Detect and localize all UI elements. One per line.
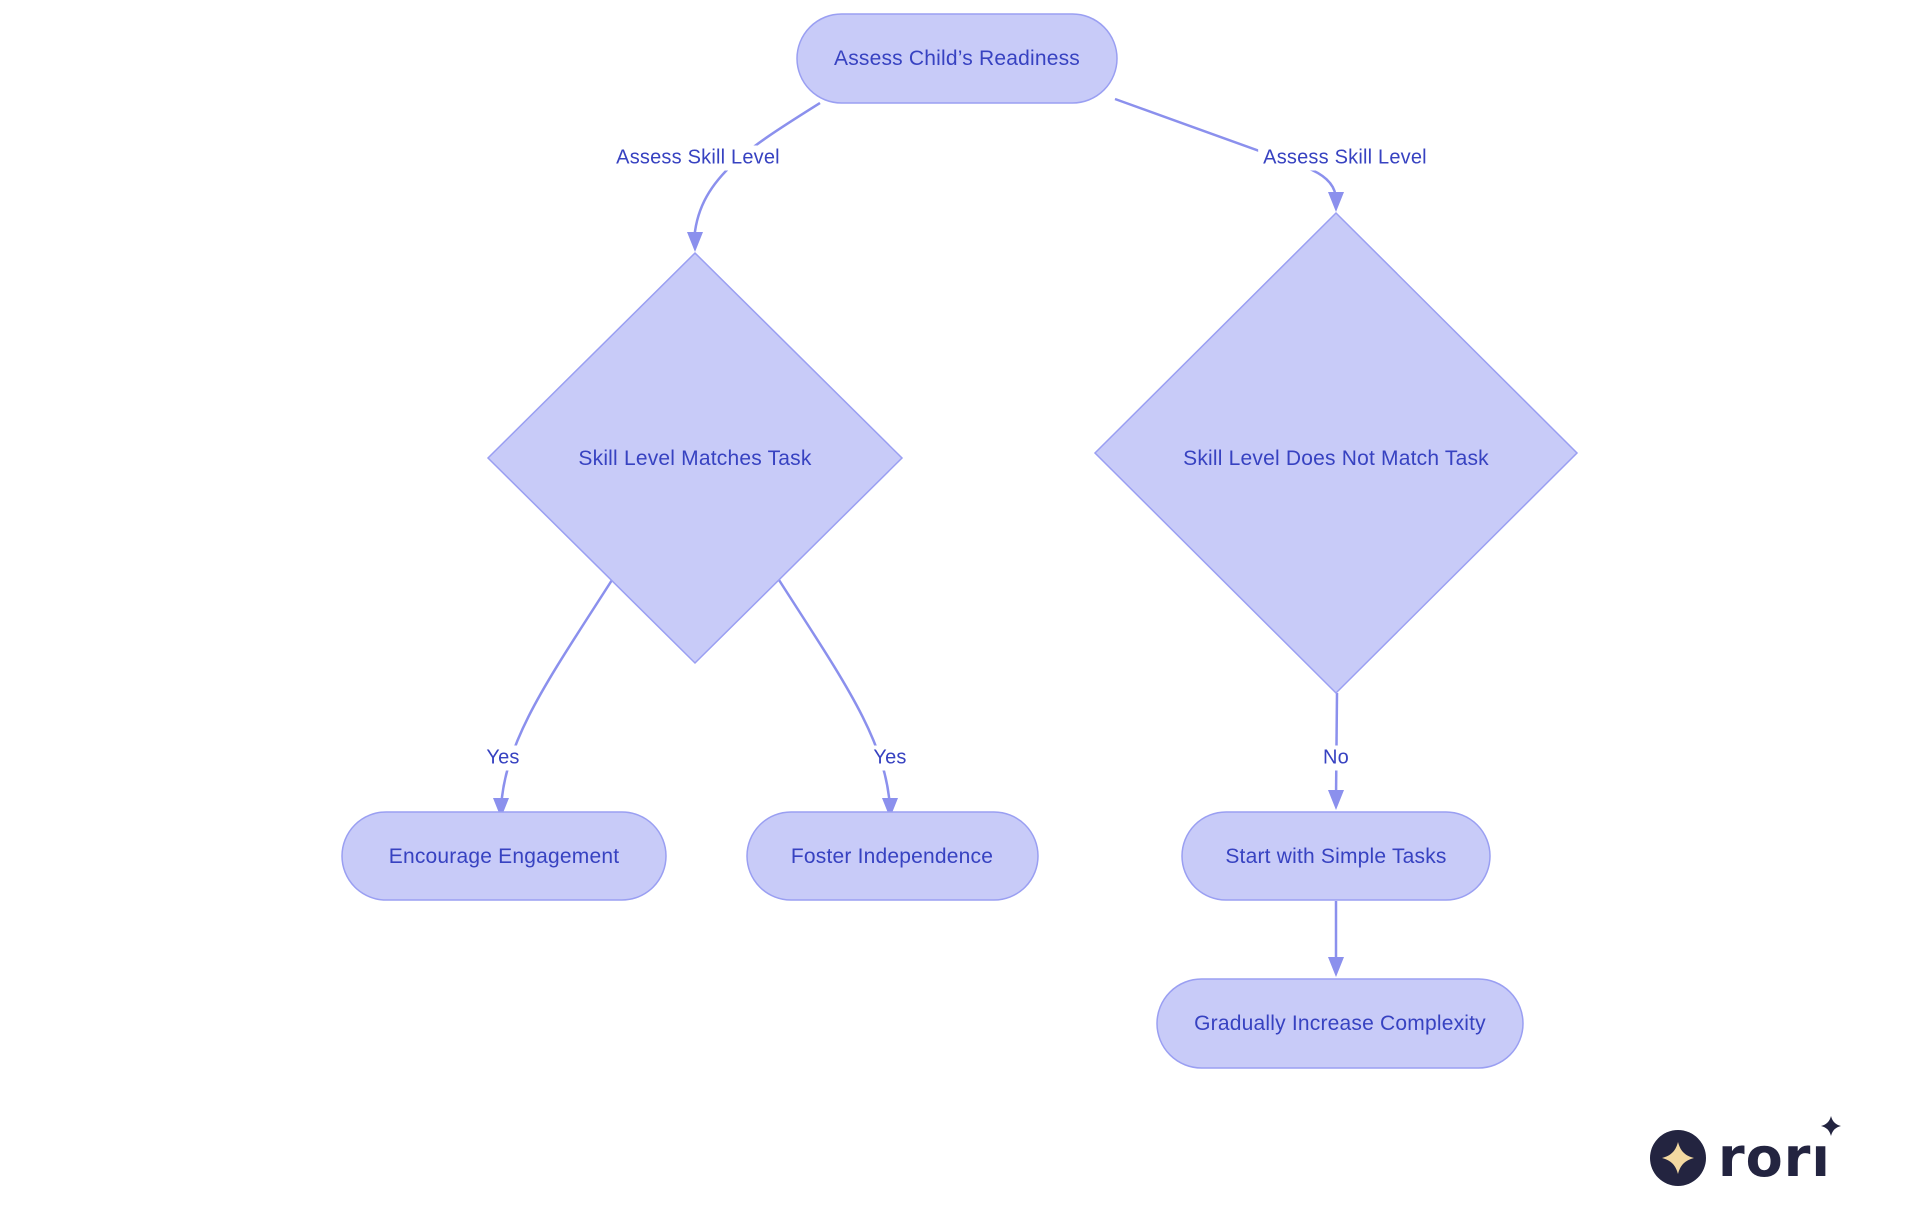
node-simple-label: Start with Simple Tasks xyxy=(1225,845,1447,868)
edge-label-no: No xyxy=(1318,745,1354,771)
rori-logo: rorı xyxy=(1650,1116,1841,1190)
node-root-label: Assess Child’s Readiness xyxy=(833,47,1081,70)
node-encourage-label: Encourage Engagement xyxy=(388,845,620,868)
node-complexity-shape xyxy=(1156,978,1524,1069)
edge-label-yes-left: Yes xyxy=(481,745,525,771)
node-match-label: Skill Level Matches Task xyxy=(578,447,812,470)
arrowhead-to-complexity xyxy=(1328,957,1344,977)
edge-match-to-foster xyxy=(777,579,892,809)
node-foster-shape xyxy=(746,811,1039,901)
edge-label-assess-skill-right: Assess Skill Level xyxy=(1258,145,1432,171)
logo-letter-i: ı xyxy=(1811,1116,1841,1186)
arrowhead-to-foster xyxy=(882,798,898,818)
arrowhead-to-no-match xyxy=(1328,192,1344,212)
i-dot-star-icon xyxy=(1820,1116,1841,1136)
node-no-match-shape xyxy=(1093,211,1579,695)
edge-match-to-encourage xyxy=(499,579,614,809)
logo-dotless-i: ı xyxy=(1811,1126,1831,1189)
node-no-match-label: Skill Level Does Not Match Task xyxy=(1183,447,1489,470)
arrowhead-to-match xyxy=(687,232,703,252)
logo-text-prefix: ror xyxy=(1718,1126,1812,1189)
node-root-shape xyxy=(796,13,1118,104)
node-complexity-label: Gradually Increase Complexity xyxy=(1194,1012,1486,1035)
node-foster-label: Foster Independence xyxy=(790,845,994,868)
node-match-shape xyxy=(486,251,904,665)
sparkle-star-icon xyxy=(1662,1142,1694,1174)
logo-wordmark: rorı xyxy=(1718,1116,1841,1186)
edge-root-to-match xyxy=(692,101,821,243)
arrowhead-to-simple xyxy=(1328,790,1344,810)
node-simple-shape xyxy=(1181,811,1491,901)
arrowhead-to-encourage xyxy=(493,798,509,818)
edge-label-yes-right: Yes xyxy=(868,745,912,771)
edge-label-assess-skill-left: Assess Skill Level xyxy=(611,145,785,171)
node-encourage-shape xyxy=(341,811,667,901)
logo-circle xyxy=(1650,1130,1706,1186)
